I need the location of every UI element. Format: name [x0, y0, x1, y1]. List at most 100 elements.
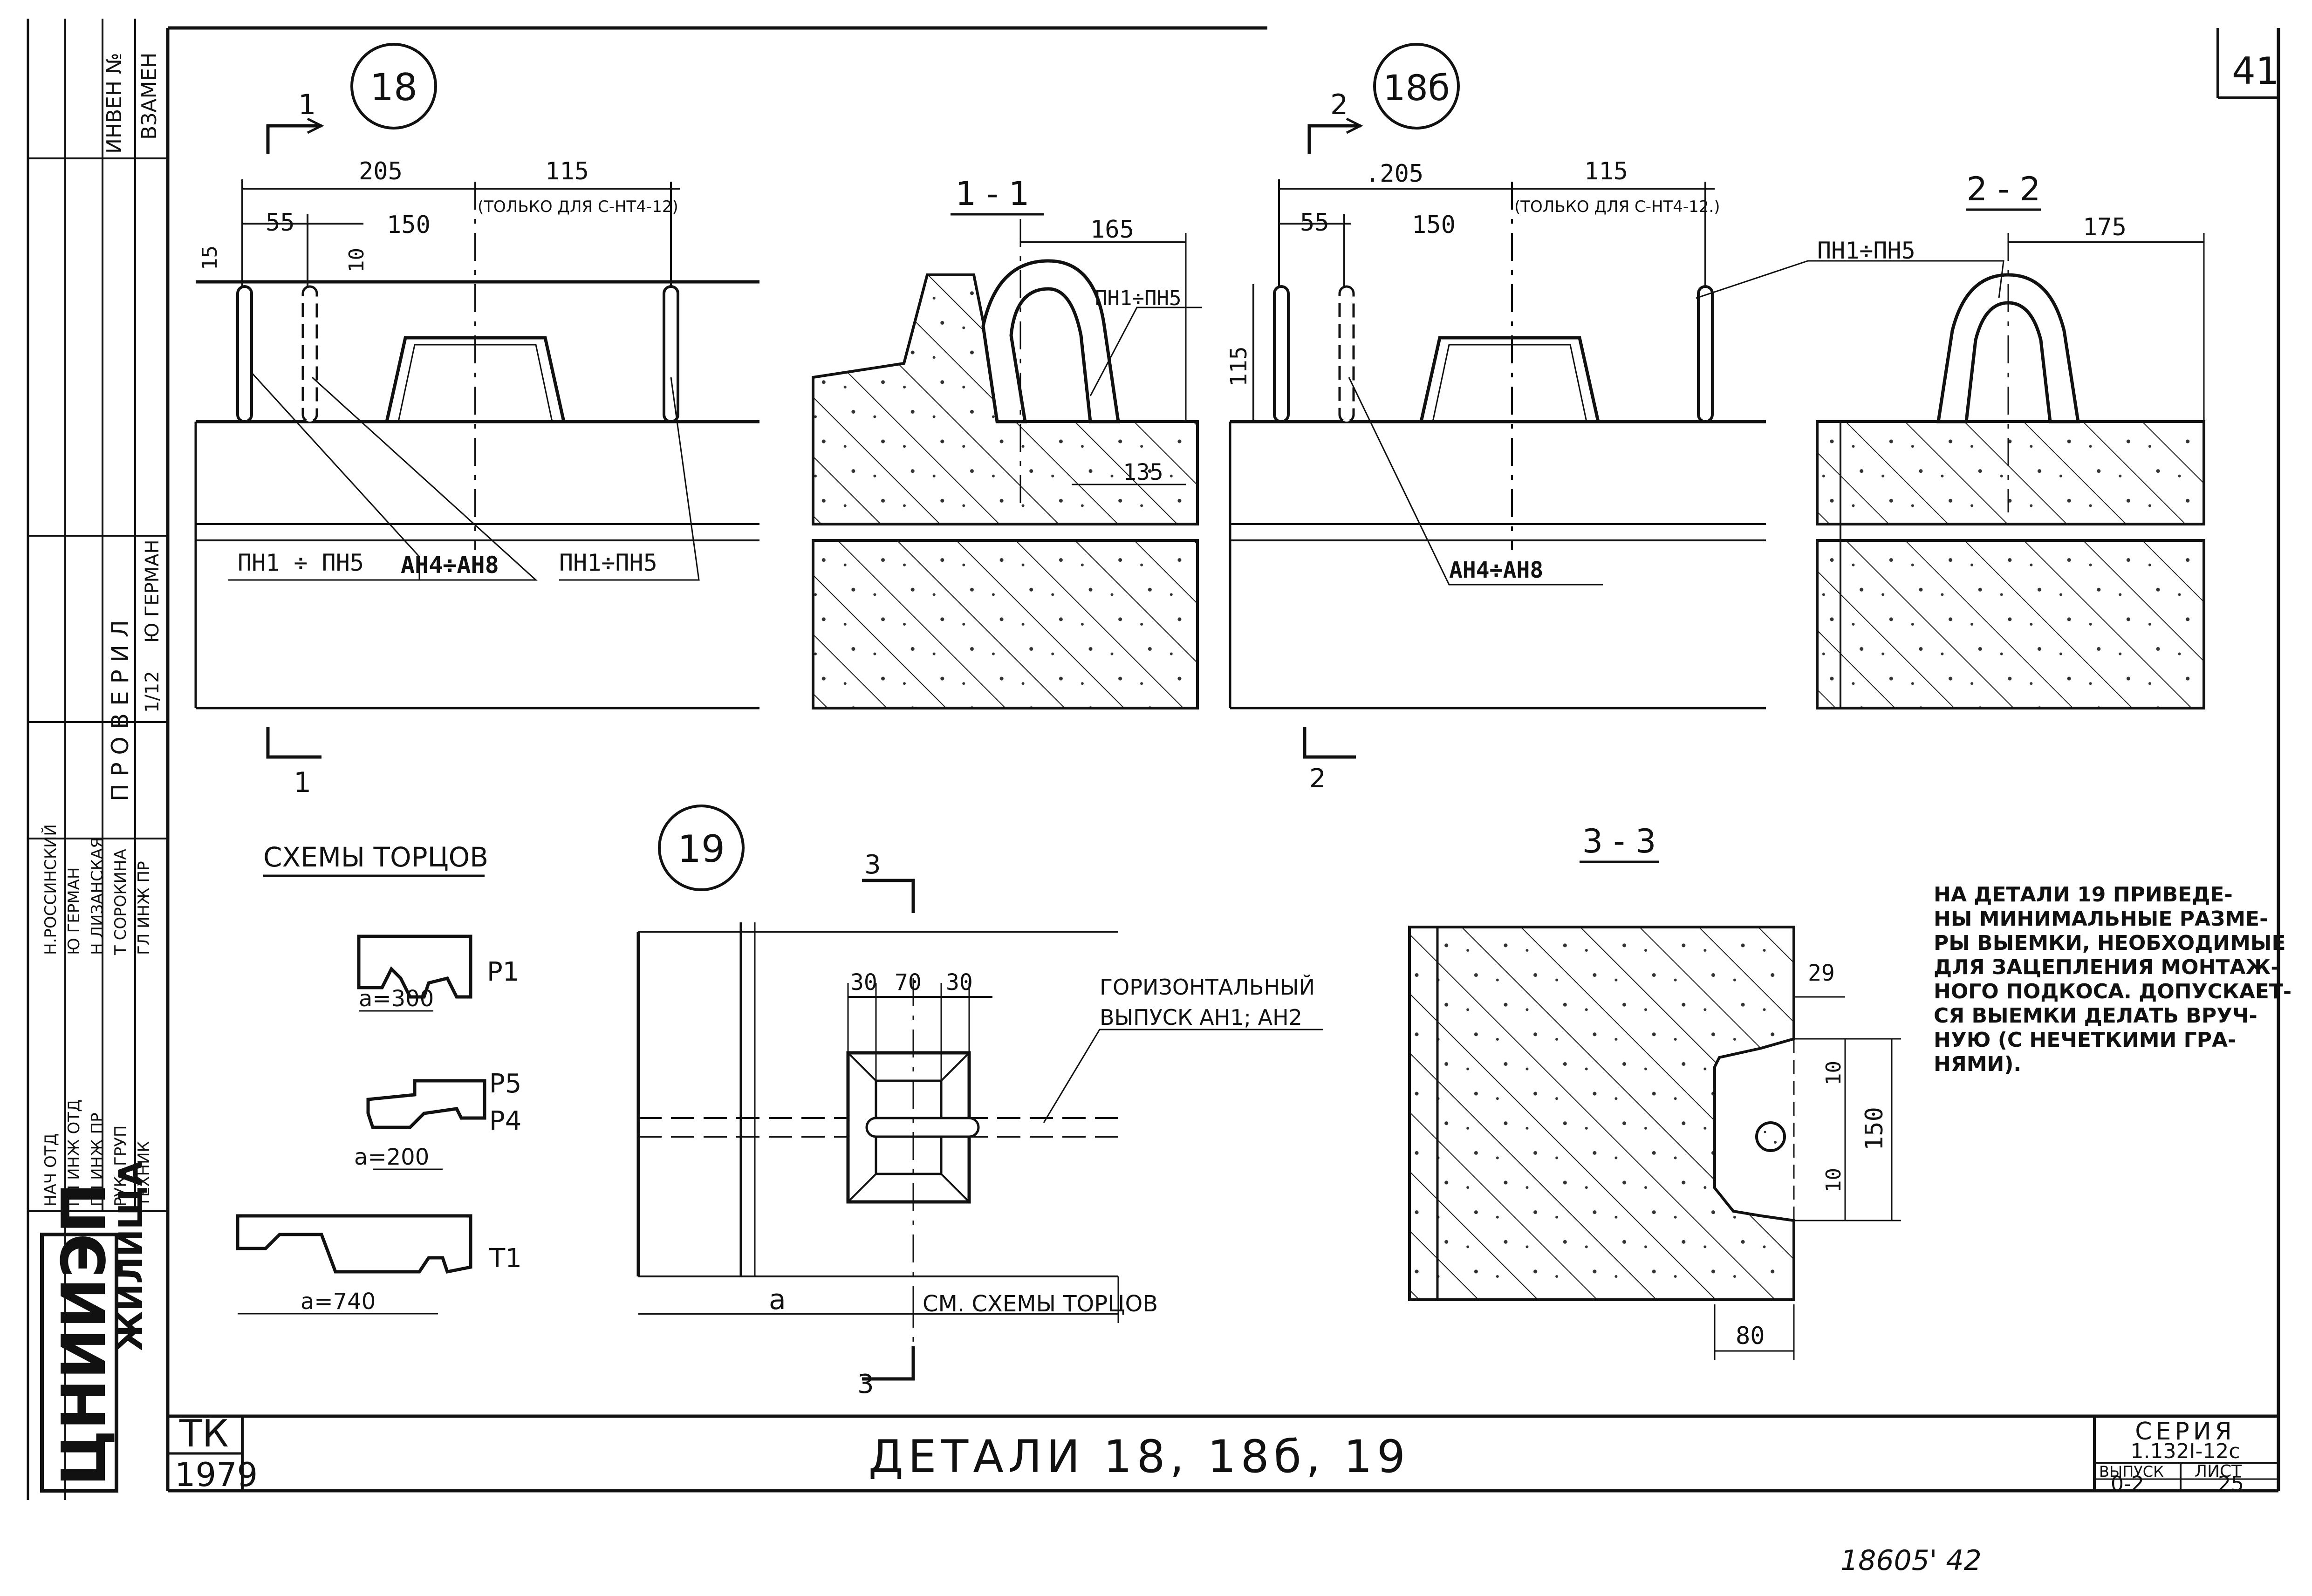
title-block	[168, 1416, 2278, 1491]
section-mark-1-bottom: 1	[294, 766, 311, 799]
scheme-t1-a: а=740	[301, 1289, 376, 1315]
section-3-3-body	[1408, 926, 1795, 1301]
issue-label: ВЫПУСК	[2099, 1463, 2164, 1480]
sec33-dim-29: 29	[1808, 960, 1835, 986]
section-3-3-rod	[1755, 1121, 1786, 1152]
sec22-pn: ПН1÷ПН5	[1817, 237, 1915, 264]
dim-18-55: 55	[266, 209, 295, 237]
sec11-pn: ПН1÷ПН5	[1095, 286, 1181, 310]
label-18-pn-right: ПН1÷ПН5	[559, 549, 657, 576]
section-mark-2-bottom: 2	[1309, 764, 1326, 794]
sheet-number: 41	[2232, 49, 2279, 93]
sec33-dim-10b: 10	[1822, 1168, 1846, 1193]
det19-horizontal-1: ГОРИЗОНТАЛЬНЫЙ	[1100, 975, 1315, 1000]
dim-18-150: 150	[387, 211, 431, 239]
scheme-p1-shape	[357, 934, 472, 999]
detail-18-bubble	[350, 43, 437, 130]
stamp-row-role: РУК. ГРУП	[111, 1125, 130, 1207]
stamp-row-role: НАЧ ОТД	[41, 1133, 60, 1207]
dim-18-205: 205	[359, 157, 403, 185]
detail-18-number: 18	[370, 66, 417, 109]
footer-number: 18605' 42	[1840, 1544, 1982, 1577]
detail-18b-bubble	[1373, 43, 1460, 130]
note-block: НА ДЕТАЛИ 19 ПРИВЕДЕ-НЫ МИНИМАЛЬНЫЕ РАЗМ…	[1934, 883, 2291, 1076]
scheme-p5-label: Р5	[489, 1069, 521, 1099]
section-mark-2-top: 2	[1330, 89, 1348, 121]
note-line: НОГО ПОДКОСА. ДОПУСКАЕТ-	[1934, 980, 2291, 1003]
section-mark-3-top: 3	[864, 850, 881, 880]
stamp-row-name: Н ЛИЗАНСКАЯ	[88, 837, 107, 955]
sec33-dim-80: 80	[1736, 1322, 1765, 1350]
sec33-dim-10a: 10	[1822, 1061, 1846, 1085]
detail-19-bubble	[658, 805, 745, 891]
label-18-an: АН4÷АН8	[401, 552, 499, 579]
stamp-row-role: ГЛ ИНЖ ПР	[88, 1112, 107, 1207]
org-logo-text: ЦНИИЭП	[48, 1183, 119, 1486]
detail-18b-number: 18б	[1383, 67, 1450, 109]
sec11-dim-135: 135	[1123, 459, 1163, 485]
stamp-zamen-label: ВЗАМЕН	[137, 53, 161, 140]
detail-19-number: 19	[677, 827, 725, 871]
section-mark-3-bottom: 3	[857, 1369, 874, 1399]
dim-18-10: 10	[345, 248, 369, 273]
issue-value: 0-2	[2111, 1472, 2144, 1496]
dim-18b-55: 55	[1300, 209, 1329, 237]
section-1-1: 1 - 1 165 ПН1÷ПН5 135	[812, 175, 1202, 709]
section-2-2: 2 - 2 175 ПН1÷ПН5	[1696, 170, 2205, 709]
dim-18b-note: (ТОЛЬКО ДЛЯ С-НТ4-12.)	[1514, 198, 1720, 216]
detail-18: 18 1 1 205 115 (ТОЛЬКО ДЛЯ С-НТ4-12) 55 …	[194, 43, 759, 799]
dim-18b-115v: 115	[1226, 346, 1252, 387]
stamp-row-role: ГЛ ИНЖ ОТД	[65, 1099, 83, 1207]
note-line: РЫ ВЫЕМКИ, НЕОБХОДИМЫЕ	[1934, 931, 2286, 955]
stamp-row-name: Н.РОССИНСКИЙ	[41, 824, 60, 955]
stamp-row-name: Т СОРОКИНА	[111, 849, 130, 955]
note-line: ДЛЯ ЗАЦЕПЛЕНИЯ МОНТАЖ-	[1934, 955, 2279, 979]
det19-dim-70: 70	[895, 969, 922, 996]
section-2-2-lower-body	[1816, 539, 2205, 709]
section-mark-1-top: 1	[298, 89, 316, 121]
sheet-label: ЛИСТ	[2195, 1462, 2242, 1481]
dim-18b-205: .205	[1365, 160, 1423, 188]
dim-18-note: (ТОЛЬКО ДЛЯ С-НТ4-12)	[478, 198, 678, 216]
sec22-dim-175: 175	[2083, 213, 2127, 241]
dim-18-15: 15	[198, 246, 222, 270]
detail-19: 19 3 3 30 70 30 ГОРИЗОНТАЛЬНЫЙ ВЫПУСК АН…	[636, 805, 1323, 1399]
stamp-row-role: ТЕХНИК	[135, 1141, 153, 1207]
stamp-checked-label: П Р О В Е Р И Л	[107, 620, 134, 801]
scheme-t1-shape	[236, 1214, 472, 1274]
scheme-p1-label: Р1	[487, 957, 519, 987]
scheme-p5p4-shape	[366, 1079, 486, 1129]
sec11-dim-165: 165	[1090, 216, 1134, 244]
schemes-title: СХЕМЫ ТОРЦОВ	[263, 841, 488, 873]
drawing-title: ДЕТАЛИ 18, 18б, 19	[869, 1431, 1410, 1483]
org-logo: ЦНИИЭП	[40, 1183, 119, 1493]
section-2-2-title: 2 - 2	[1967, 170, 2041, 208]
left-stamp	[27, 19, 168, 1500]
stamp-row-name: ГЛ ИНЖ ПР	[135, 861, 153, 955]
stamp-row-name: Ю ГЕРМАН	[65, 867, 83, 955]
note-line: СЯ ВЫЕМКИ ДЕЛАТЬ ВРУЧ-	[1934, 1004, 2257, 1028]
section-2-2-loop	[1936, 273, 2080, 423]
section-2-2-upper-body	[1816, 420, 2205, 525]
title-tk: ТК	[179, 1412, 229, 1455]
dim-18-115: 115	[545, 157, 589, 185]
stamp-rows: НАЧ ОТД Н.РОССИНСКИЙ ГЛ ИНЖ ОТД Ю ГЕРМАН ГЛ …	[41, 824, 153, 1207]
series-label: СЕРИЯ	[2135, 1418, 2236, 1446]
scheme-p1-a: а=300	[359, 986, 434, 1012]
scheme-t1-label: Т1	[489, 1243, 522, 1274]
section-3-3-title: 3 - 3	[1582, 822, 1656, 860]
note-line: НУЮ (С НЕЧЕТКИМИ ГРА-	[1934, 1028, 2236, 1052]
det19-a: а	[769, 1283, 786, 1316]
det19-horizontal-2: ВЫПУСК АН1; АН2	[1100, 1005, 1302, 1030]
label-18b-an: АН4÷АН8	[1449, 557, 1543, 583]
section-3-3: 3 - 3 29 10 150 10 80	[1408, 822, 1901, 1360]
sheet-value: 25	[2218, 1472, 2244, 1496]
sec33-dim-150: 150	[1861, 1107, 1888, 1151]
dim-18b-150: 150	[1412, 211, 1456, 239]
sheet-frame	[166, 26, 2280, 1493]
scheme-p4-a: а=200	[354, 1144, 429, 1170]
dim-18b-115: 115	[1584, 157, 1628, 185]
section-1-1-title: 1 - 1	[956, 175, 1030, 213]
detail-18b: 18б 2 2 .205 115 (ТОЛЬКО ДЛЯ С-НТ4-12.) …	[1226, 43, 1766, 794]
